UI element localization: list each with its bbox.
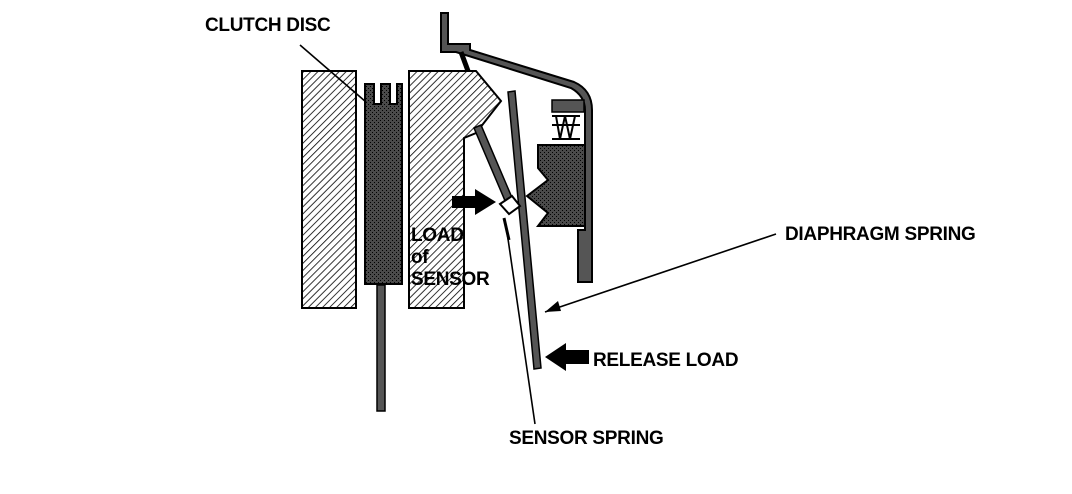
label-load-of-sensor-line3: SENSOR	[411, 269, 490, 290]
coil-spring	[552, 115, 580, 140]
diaphragm-spring-plate	[507, 90, 542, 370]
label-diaphragm-spring: DIAPHRAGM SPRING	[785, 224, 976, 245]
flywheel	[301, 70, 357, 309]
sensor-spring-leader	[506, 231, 536, 425]
label-sensor-spring: SENSOR SPRING	[509, 428, 663, 449]
cover-inner-lip	[551, 99, 585, 113]
release-load-arrow	[545, 343, 589, 371]
clutch-cover	[440, 12, 593, 283]
diaphragm-spring-leader-arrowhead	[545, 301, 561, 312]
label-release-load: RELEASE LOAD	[593, 350, 738, 371]
load-of-sensor-arrow	[452, 189, 496, 215]
label-load-of-sensor-line2: of	[411, 247, 429, 268]
label-clutch-disc: CLUTCH DISC	[205, 15, 331, 36]
fulcrum-block	[525, 144, 586, 227]
sensor-spring-lever	[473, 124, 514, 204]
diaphragm-spring-leader	[544, 233, 777, 313]
clutch-disc-hub	[376, 284, 386, 412]
clutch-disc-lining	[364, 83, 403, 285]
sensor-pivot	[498, 194, 522, 216]
label-load-of-sensor-line1: LOAD	[411, 225, 464, 246]
retaining-pin	[458, 51, 471, 72]
clutch-disc-leader	[299, 44, 367, 103]
